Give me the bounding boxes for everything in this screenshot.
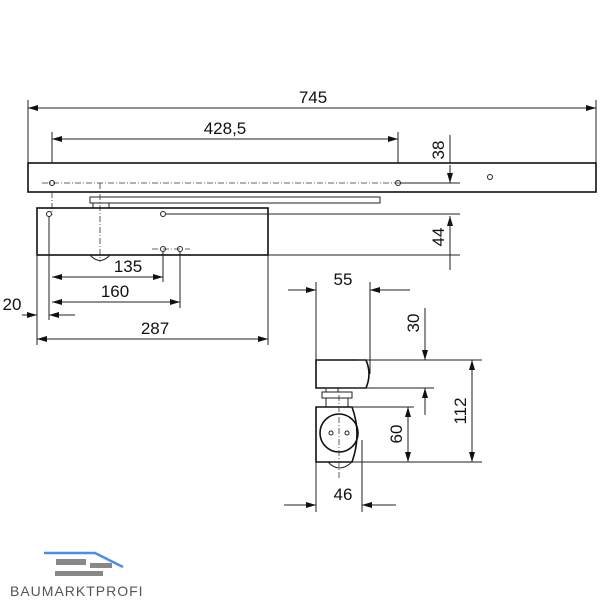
dim-label: 287 bbox=[141, 319, 169, 338]
dim-160: 160 bbox=[52, 282, 180, 305]
closer-body bbox=[36, 207, 460, 261]
dim-label: 112 bbox=[451, 397, 470, 424]
dim-overall-length: 745 bbox=[27, 88, 597, 163]
side-view bbox=[315, 359, 370, 478]
dim-rail-hole-spacing: 428,5 bbox=[51, 119, 399, 163]
dim-body-height: 44 bbox=[268, 216, 460, 270]
dim-label: 745 bbox=[299, 88, 327, 107]
dim-20: 20 bbox=[3, 295, 75, 318]
slide-rail bbox=[27, 162, 597, 215]
dim-label: 160 bbox=[101, 282, 129, 301]
dim-label: 20 bbox=[3, 295, 22, 314]
dim-body-length: 287 bbox=[37, 319, 268, 342]
logo-text: BAUMARKTPROFI bbox=[10, 583, 144, 599]
dim-side-112: 112 bbox=[451, 360, 475, 462]
dim-label: 55 bbox=[334, 270, 353, 289]
dim-rail-height: 38 bbox=[400, 135, 460, 230]
dim-label: 60 bbox=[387, 425, 406, 444]
dim-side-60: 60 bbox=[387, 407, 411, 462]
baumarktprofi-logo: BAUMARKTPROFI bbox=[10, 551, 144, 599]
dim-side-width-top: 55 bbox=[288, 270, 410, 293]
dim-label: 30 bbox=[404, 314, 423, 333]
dim-label: 135 bbox=[114, 257, 142, 276]
dim-label: 44 bbox=[429, 228, 448, 247]
arm bbox=[89, 183, 381, 262]
dim-label: 428,5 bbox=[204, 119, 247, 138]
dim-side-width-bottom: 46 bbox=[284, 485, 396, 508]
dim-side-30: 30 bbox=[404, 308, 428, 415]
dim-label: 46 bbox=[334, 485, 353, 504]
dim-label: 38 bbox=[429, 141, 448, 160]
dim-135: 135 bbox=[52, 257, 163, 280]
